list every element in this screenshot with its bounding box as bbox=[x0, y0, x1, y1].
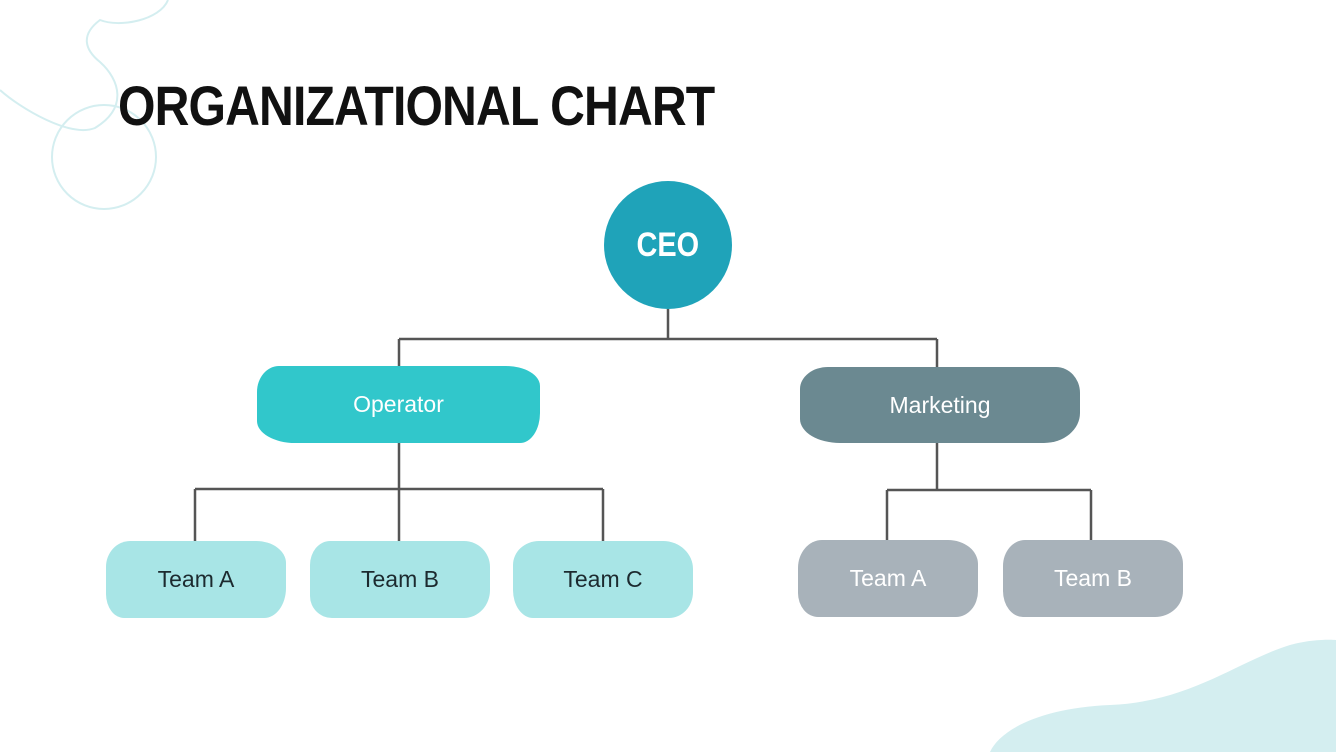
ceo-label: CEO bbox=[636, 225, 700, 264]
operator-team-c-node: Team C bbox=[513, 541, 693, 618]
operator-node: Operator bbox=[257, 366, 540, 443]
team-label: Team B bbox=[361, 566, 439, 592]
operator-team-b-node: Team B bbox=[310, 541, 490, 618]
corner-blob-decoration bbox=[990, 639, 1336, 752]
operator-team-a-node: Team A bbox=[106, 541, 286, 618]
ceo-to-departments-connector bbox=[397, 309, 939, 367]
swirl-line-decoration bbox=[0, 0, 169, 131]
team-label: Team A bbox=[157, 566, 235, 592]
team-label: Team A bbox=[849, 565, 927, 591]
marketing-label: Marketing bbox=[889, 391, 991, 418]
marketing-to-teams-connector bbox=[885, 443, 1093, 540]
operator-to-teams-connector bbox=[193, 443, 605, 541]
marketing-team-b-node: Team B bbox=[1003, 540, 1183, 617]
operator-label: Operator bbox=[353, 391, 444, 417]
marketing-node: Marketing bbox=[800, 367, 1080, 443]
ceo-node: CEO bbox=[604, 181, 732, 309]
ring-decoration bbox=[51, 104, 157, 210]
team-label: Team C bbox=[563, 566, 643, 592]
team-label: Team B bbox=[1054, 565, 1132, 591]
marketing-team-a-node: Team A bbox=[798, 540, 978, 617]
page-title: ORGANIZATIONAL CHART bbox=[118, 74, 715, 137]
